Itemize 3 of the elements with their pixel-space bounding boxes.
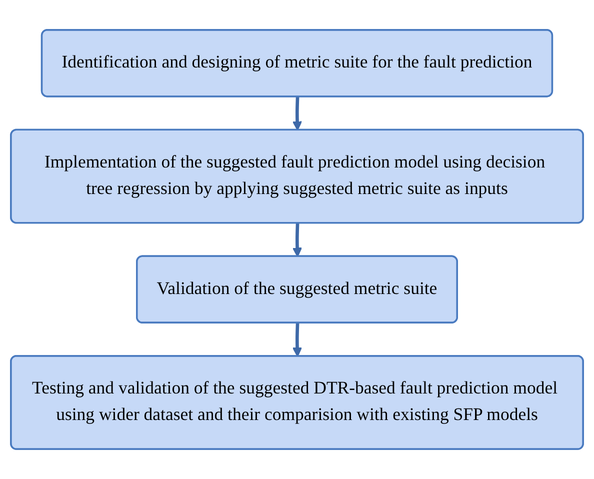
arrow — [292, 323, 302, 357]
arrow — [292, 223, 302, 258]
arrow — [292, 96, 302, 131]
